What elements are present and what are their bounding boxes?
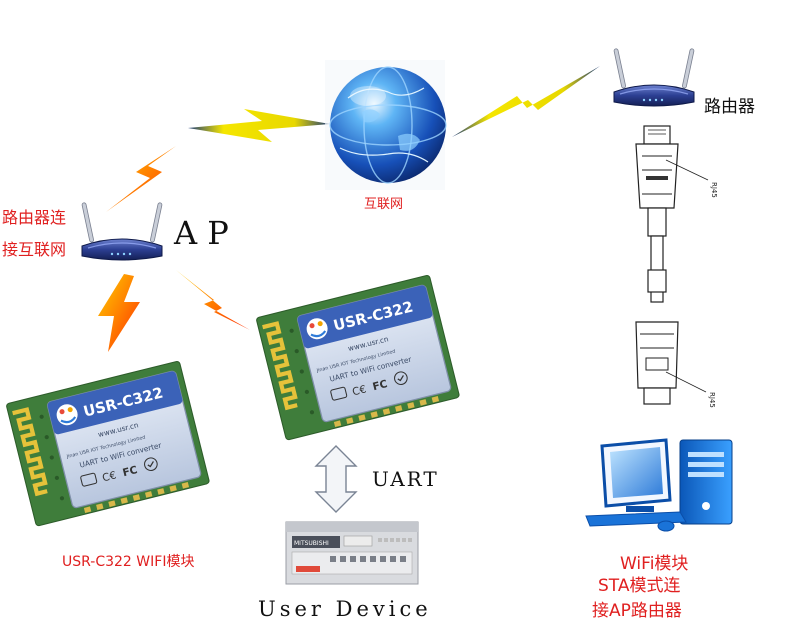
sta-label-line3: 接AP路由器	[592, 601, 682, 621]
plc-device-icon: MITSUBISHI	[285, 521, 419, 585]
lightning-right-internet	[452, 66, 600, 137]
wifi-module-center-icon	[256, 275, 460, 440]
module-caption: USR-C322 WIFI模块	[62, 554, 195, 570]
wifi-module-left-icon	[6, 361, 210, 526]
sta-label-line2: STA模式连	[598, 576, 681, 596]
rj45-bottom-label: RJ45	[708, 392, 716, 408]
rj45-cable-icon: RJ45 RJ45	[635, 125, 718, 408]
lightning-left-internet	[188, 109, 330, 142]
uart-label: UART	[372, 467, 439, 491]
double-arrow-icon	[314, 445, 358, 513]
desktop-computer-icon	[585, 438, 733, 532]
router-top-label: 路由器	[704, 97, 755, 117]
sta-label-line1: WiFi模块	[620, 554, 689, 574]
router-left-label-line1: 路由器连	[2, 208, 67, 227]
ap-label: A P	[174, 214, 229, 252]
globe-icon	[325, 60, 447, 190]
lightning-router-up	[106, 146, 176, 212]
plc-brand: MITSUBISHI	[294, 540, 329, 547]
lightning-router-down	[98, 274, 140, 352]
router-left-icon	[81, 201, 163, 261]
internet-label: 互联网	[364, 197, 404, 212]
router-top-icon	[613, 47, 695, 107]
rj45-top-label: RJ45	[710, 182, 718, 198]
lightning-ap-module	[176, 270, 250, 330]
router-left-label-line2: 接互联网	[2, 240, 67, 259]
user-device-label: User Device	[258, 597, 432, 621]
